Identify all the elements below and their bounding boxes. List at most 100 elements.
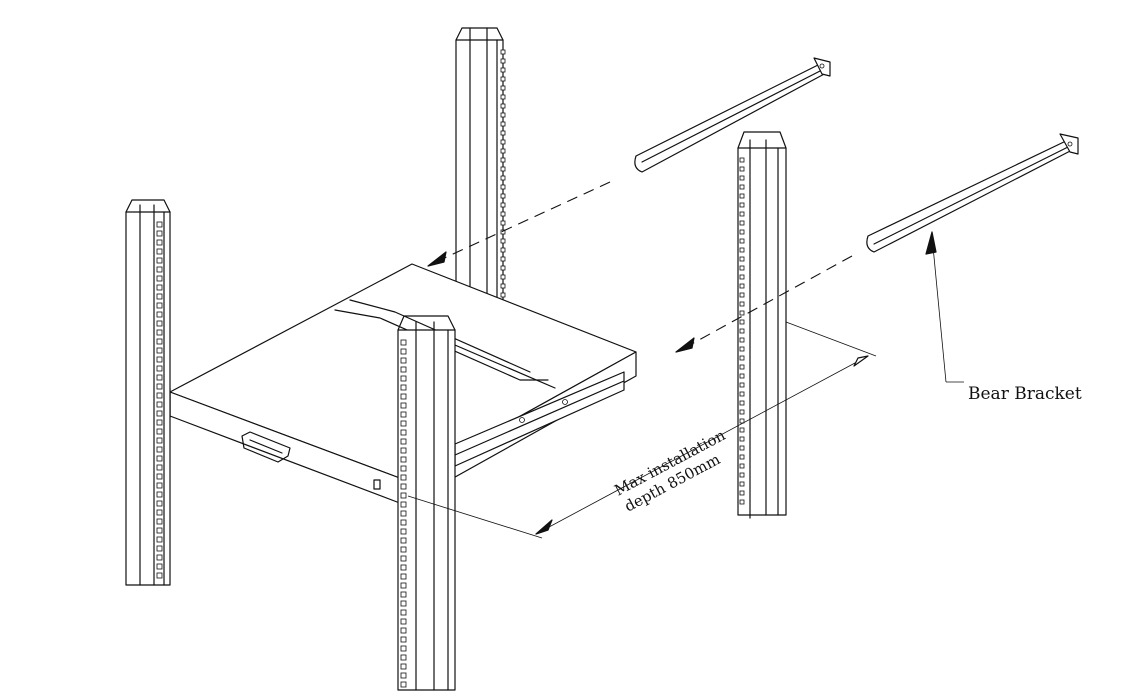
mounting-hole — [400, 627, 407, 634]
mounting-hole — [500, 76, 506, 82]
mounting-hole — [500, 85, 506, 91]
bracket-label: Bear Bracket — [968, 384, 1082, 404]
mounting-hole — [156, 248, 163, 255]
mounting-hole — [739, 463, 745, 469]
mounting-hole — [400, 447, 407, 454]
mounting-hole — [739, 256, 745, 262]
mounting-hole — [739, 301, 745, 307]
mounting-hole — [156, 410, 163, 417]
mounting-hole — [400, 654, 407, 661]
mounting-hole — [400, 411, 407, 418]
mounting-hole — [156, 545, 163, 552]
mounting-hole — [400, 555, 407, 562]
mounting-hole — [156, 365, 163, 372]
mounting-hole — [400, 663, 407, 670]
mounting-hole — [739, 328, 745, 334]
mounting-hole — [156, 320, 163, 327]
mounting-hole — [500, 193, 506, 199]
mounting-hole — [400, 438, 407, 445]
console-drawer — [155, 263, 637, 506]
mounting-hole — [400, 510, 407, 517]
mounting-hole — [400, 591, 407, 598]
mounting-hole — [400, 564, 407, 571]
mounting-hole — [156, 572, 163, 579]
mounting-hole — [400, 402, 407, 409]
mounting-hole — [500, 67, 506, 73]
mounting-hole — [400, 528, 407, 535]
mounting-hole — [156, 275, 163, 282]
mounting-hole — [500, 229, 506, 235]
mounting-hole — [156, 491, 163, 498]
mounting-hole — [400, 357, 407, 364]
mounting-hole — [156, 500, 163, 507]
mounting-hole — [156, 527, 163, 534]
mounting-hole — [400, 582, 407, 589]
mounting-hole — [739, 391, 745, 397]
mounting-hole — [739, 238, 745, 244]
mounting-hole — [739, 355, 745, 361]
mounting-hole — [400, 429, 407, 436]
mounting-hole — [739, 490, 745, 496]
mounting-hole — [156, 284, 163, 291]
mounting-hole — [156, 554, 163, 561]
mounting-hole — [500, 274, 506, 280]
mounting-hole — [400, 420, 407, 427]
mounting-hole — [739, 319, 745, 325]
mounting-hole — [739, 481, 745, 487]
mounting-hole — [400, 348, 407, 355]
mounting-hole — [500, 121, 506, 127]
mounting-hole — [500, 139, 506, 145]
mounting-hole — [156, 356, 163, 363]
mounting-hole — [739, 184, 745, 190]
mounting-hole — [500, 94, 506, 100]
mounting-hole — [400, 465, 407, 472]
mounting-hole — [739, 427, 745, 433]
front-left-rack-post — [125, 199, 171, 586]
mounting-hole — [400, 672, 407, 679]
mounting-hole — [500, 184, 506, 190]
mounting-hole — [156, 482, 163, 489]
mounting-hole — [500, 175, 506, 181]
mounting-hole — [156, 302, 163, 309]
mounting-hole — [156, 293, 163, 300]
mounting-hole — [400, 681, 407, 688]
mounting-hole — [500, 256, 506, 262]
mounting-hole — [400, 636, 407, 643]
mounting-hole — [156, 329, 163, 336]
mounting-hole — [156, 464, 163, 471]
mounting-hole — [156, 536, 163, 543]
mounting-hole — [739, 292, 745, 298]
mounting-hole — [739, 409, 745, 415]
mounting-hole — [739, 400, 745, 406]
rear-left-rack-post — [455, 27, 506, 301]
mounting-hole — [400, 393, 407, 400]
mounting-hole — [739, 193, 745, 199]
mounting-hole — [156, 392, 163, 399]
mounting-hole — [156, 347, 163, 354]
mounting-hole — [400, 384, 407, 391]
mounting-hole — [400, 474, 407, 481]
mounting-hole — [156, 383, 163, 390]
mounting-hole — [400, 375, 407, 382]
mounting-hole — [156, 311, 163, 318]
mounting-hole — [156, 455, 163, 462]
mounting-hole — [156, 401, 163, 408]
mounting-hole — [400, 600, 407, 607]
mounting-hole — [739, 274, 745, 280]
mounting-hole — [739, 229, 745, 235]
mounting-hole — [400, 456, 407, 463]
mounting-hole — [739, 373, 745, 379]
mounting-hole — [739, 364, 745, 370]
mounting-hole — [156, 428, 163, 435]
mounting-hole — [156, 446, 163, 453]
mounting-hole — [739, 472, 745, 478]
mounting-hole — [400, 492, 407, 499]
mounting-hole — [739, 157, 745, 163]
mounting-hole — [400, 546, 407, 553]
mounting-hole — [156, 338, 163, 345]
mounting-hole — [739, 265, 745, 271]
mounting-hole — [156, 563, 163, 570]
mounting-hole — [500, 49, 506, 55]
